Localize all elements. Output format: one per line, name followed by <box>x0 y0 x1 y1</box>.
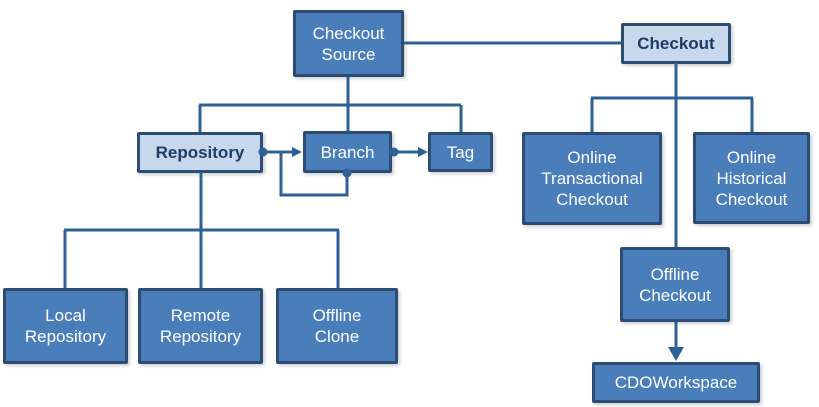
node-tag: Tag <box>428 132 493 172</box>
node-checkout-source-label: Checkout Source <box>312 23 385 64</box>
node-remote-repository: Remote Repository <box>138 288 263 364</box>
node-offline-checkout: Offline Checkout <box>620 247 730 322</box>
node-checkout-source: Checkout Source <box>293 10 404 77</box>
node-branch: Branch <box>303 131 392 173</box>
node-remote-repository-label: Remote Repository <box>159 306 242 346</box>
node-cdo-workspace-label: CDOWorkspace <box>614 373 738 392</box>
edge-repository-branch <box>258 147 302 157</box>
edge-tree-repository <box>63 172 340 288</box>
node-repository-label: Repository <box>155 143 245 162</box>
edge-tree-checkout-source <box>198 77 463 132</box>
node-online-historical-checkout: Online Historical Checkout <box>693 132 810 224</box>
node-online-transactional-checkout-label: Online Transactional Checkout <box>541 148 643 209</box>
node-offline-clone-label: Offline Clone <box>312 306 362 346</box>
node-repository: Repository <box>137 132 263 173</box>
node-tag-label: Tag <box>446 142 475 162</box>
node-branch-label: Branch <box>320 142 375 162</box>
node-checkout-label: Checkout <box>637 34 715 53</box>
node-offline-clone: Offline Clone <box>276 288 398 364</box>
node-local-repository-label: Local Repository <box>24 306 107 346</box>
node-online-historical-checkout-label: Online Historical Checkout <box>715 147 788 209</box>
edge-offline-checkout-cdo-workspace <box>668 322 684 361</box>
node-local-repository: Local Repository <box>3 288 128 364</box>
node-cdo-workspace: CDOWorkspace <box>592 362 760 403</box>
node-online-transactional-checkout: Online Transactional Checkout <box>522 132 662 225</box>
edge-branch-tag <box>389 147 428 157</box>
node-checkout: Checkout <box>621 23 731 64</box>
node-offline-checkout-label: Offline Checkout <box>639 264 711 305</box>
